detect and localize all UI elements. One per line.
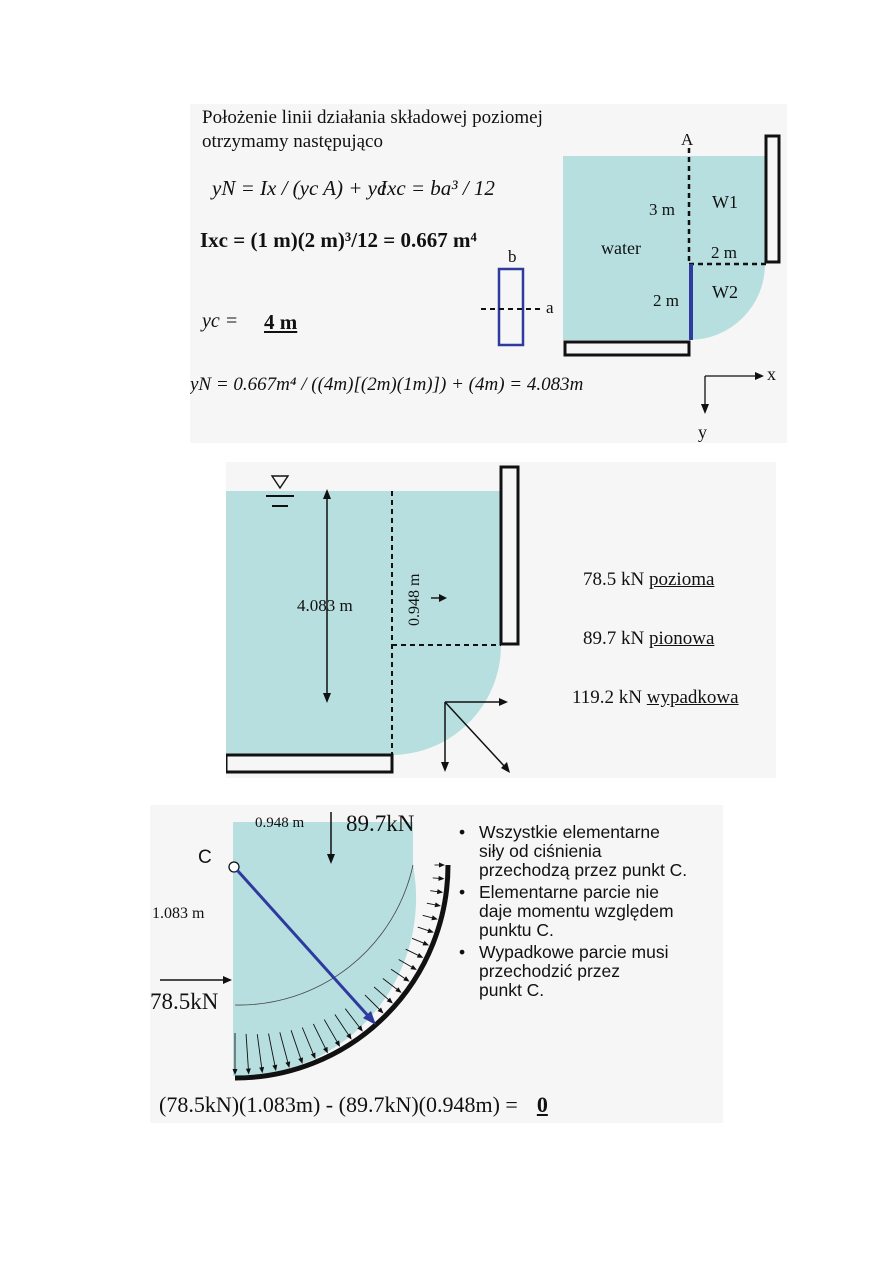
depth-3m-label: 3 m	[649, 200, 675, 219]
pressure-arrow-head	[439, 862, 445, 868]
pressure-arrow	[344, 1008, 362, 1030]
yc-value: 4 m	[264, 310, 298, 334]
pressure-arrow-head	[386, 997, 393, 1004]
intro-text-line-1: Położenie linii działania składowej pozi…	[202, 107, 543, 128]
pressure-arrow-head	[438, 875, 445, 881]
slide-horizontal-force-location: Położenie linii działania składowej pozi…	[190, 104, 787, 443]
pressure-arrow-head	[298, 1057, 303, 1064]
result-name: wypadkowa	[646, 687, 739, 708]
pressure-arrow	[301, 1027, 315, 1057]
pressure-arrow	[373, 986, 391, 1002]
width-2m-label: 2 m	[711, 243, 737, 262]
pressure-arrow	[256, 1034, 263, 1071]
pressure-arrow-head	[322, 1046, 328, 1054]
pressure-arrow-head	[416, 952, 424, 958]
pressure-arrow-head	[395, 987, 402, 993]
pressure-arrow-head	[245, 1068, 251, 1075]
moment-result: 0	[536, 1092, 548, 1117]
pressure-arrow-head	[259, 1066, 265, 1074]
point-c-label: C	[198, 847, 212, 868]
pressure-arrow-head	[434, 902, 441, 908]
pressure-arrow-head	[427, 928, 434, 933]
w1-label: W1	[712, 192, 738, 212]
depth-4083-label: 4.083 m	[297, 596, 353, 615]
arm-1083-label: 1.083 m	[152, 905, 205, 922]
result-name: pozioma	[648, 569, 715, 590]
axis-y-label: y	[698, 422, 707, 442]
result-value: 89.7 kN	[583, 628, 645, 649]
pressure-arrow-head	[310, 1052, 316, 1060]
water-label: water	[601, 238, 641, 258]
result-row-resultant: 119.2 kN wypadkowa	[572, 687, 739, 709]
pressure-arrow	[334, 1014, 351, 1038]
result-name: pionowa	[648, 628, 715, 649]
pressure-arrow-head	[403, 976, 410, 982]
pressure-arrow-head	[357, 1025, 363, 1032]
moment-equation: (78.5kN)(1.083m) - (89.7kN)(0.948m) = 0	[159, 1092, 561, 1118]
yn-result-equation: yN = 0.667m⁴ / ((4m)[(2m)(1m)]) + (4m) =…	[190, 374, 584, 395]
pressure-arrow-head	[232, 1069, 238, 1075]
w2-label: W2	[712, 282, 738, 302]
moment-equation-text: (78.5kN)(1.083m) - (89.7kN)(0.948m) =	[159, 1092, 518, 1117]
point-label-A: A	[681, 130, 694, 149]
slide-moment-check: 0.948 m 89.7kN C 1.083 m 78.5kN Wszystki…	[150, 805, 723, 1123]
ixc-value: Ixc = (1 m)(2 m)³/12 = 0.667 m⁴	[200, 228, 477, 252]
tank-diagram-1	[481, 134, 781, 414]
pressure-arrow-head	[285, 1061, 291, 1068]
result-value: 78.5 kN	[583, 569, 645, 590]
curved-gate-diagram	[160, 812, 451, 1081]
pressure-arrow-head	[422, 940, 430, 946]
depth-2m-label: 2 m	[653, 291, 679, 310]
result-row-horizontal: 78.5 kN pozioma	[583, 569, 737, 591]
yc-label: yc =	[202, 310, 239, 332]
offset-0948-label: 0.948 m	[255, 815, 305, 831]
pressure-arrow-head	[436, 889, 444, 895]
bullet-item: Elementarne parcie nie daje momentu wzgl…	[455, 883, 687, 940]
rect-label-b: b	[508, 247, 517, 266]
pressure-arrow	[390, 968, 408, 981]
pressure-arrow	[312, 1023, 327, 1051]
pressure-arrow	[323, 1019, 339, 1045]
horizontal-force-label: 78.5kN	[150, 989, 219, 1014]
axis-x-label: x	[767, 364, 776, 384]
intro-text-line-2: otrzymamy następująco	[202, 131, 383, 152]
ixc-formula: Ixc = ba³ / 12	[380, 176, 495, 200]
pressure-distribution-arrows	[232, 862, 445, 1075]
pressure-arrow	[279, 1032, 290, 1066]
rect-label-a: a	[546, 298, 554, 317]
bullet-item: Wszystkie elementarne siły od ciśnienia …	[455, 823, 687, 880]
pressure-arrow	[364, 994, 382, 1012]
explanation-bullets: Wszystkie elementarne siły od ciśnienia …	[455, 823, 687, 1003]
pressure-arrow	[268, 1033, 276, 1069]
result-row-vertical: 89.7 kN pionowa	[583, 628, 737, 650]
pressure-arrow-head	[410, 964, 417, 970]
pressure-arrow	[245, 1033, 249, 1072]
pressure-arrow-head	[431, 915, 438, 921]
result-value: 119.2 kN	[572, 687, 643, 708]
yn-formula: yN = Ix / (yc A) + yc	[212, 176, 387, 200]
pressure-arrow-head	[334, 1040, 340, 1047]
pressure-arrow-head	[272, 1064, 278, 1071]
pressure-arrow	[382, 978, 400, 992]
pressure-arrow-head	[377, 1007, 384, 1014]
pressure-arrow-head	[346, 1033, 352, 1040]
pressure-arrow	[290, 1030, 302, 1062]
tank-diagram-2	[226, 465, 520, 774]
slide-force-results: 4.083 m 0.948 m 78.5 kN pozioma 89.7 kN …	[226, 462, 776, 778]
offset-0948-label: 0.948 m	[406, 573, 423, 626]
bullet-item: Wypadkowe parcie musi przechodzić przez …	[455, 943, 687, 1000]
vertical-force-label: 89.7kN	[346, 811, 415, 836]
